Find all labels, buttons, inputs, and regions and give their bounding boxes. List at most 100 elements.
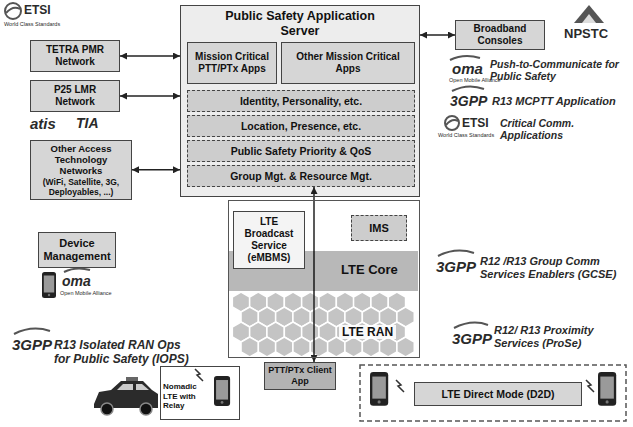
phone-icon: [214, 376, 230, 406]
logo-text: TIA: [76, 115, 99, 132]
ran-cells: [241, 337, 258, 357]
ran-cells: [258, 337, 275, 357]
ran-cells: [276, 337, 293, 357]
logo-tagline: World Class Standards: [4, 21, 60, 27]
client-app-box: PTT/PTx Client App: [264, 362, 336, 390]
standard-note: R12/ R13 Proximity Services (ProSe): [494, 324, 628, 350]
label-slot: TIA: [76, 115, 99, 132]
network-box: P25 LMR Network: [30, 80, 120, 112]
logo-mark: [445, 116, 459, 130]
label-slot: atis: [30, 115, 56, 133]
label-slot: R12/ R13 Proximity Services (ProSe): [494, 324, 628, 350]
logo-mark: [450, 56, 480, 60]
label-slot: World Class Standards: [438, 132, 494, 138]
direct-mode-region: [360, 365, 626, 421]
standard-note: R12 /R13 Group Comm Services Enablers (G…: [480, 255, 628, 281]
label-slot: Push-to-Communicate for Public Safety: [490, 58, 626, 83]
standard-note: Critical Comm. Applications: [500, 117, 626, 142]
connector-arrow: [120, 95, 180, 97]
label-slot: ETSI: [24, 3, 51, 17]
logo-text: 3GPP: [452, 330, 492, 348]
relay-box: Nomadic LTE with Relay: [160, 366, 240, 420]
node-text: PTT/PTx Client App: [268, 365, 332, 386]
police-car: [117, 384, 133, 390]
label-slot: NPSTC: [564, 26, 608, 41]
connector-arrow: [420, 34, 455, 36]
logo-text: NPSTC: [564, 26, 608, 41]
node-text: LTE Core: [341, 262, 398, 277]
logo-mark: [446, 120, 458, 125]
node-text: Location, Presence, etc.: [191, 120, 411, 132]
label-slot: 3GPP: [436, 258, 476, 276]
node-text: P25 LMR Network: [34, 84, 116, 108]
logo-text: oma: [62, 273, 91, 290]
node-text: Mission Critical PTT/PTx Apps: [191, 51, 273, 75]
ran-cells: [293, 337, 310, 357]
logo-text: ETSI: [462, 116, 489, 130]
radio-link-symbol: [396, 380, 404, 392]
server-box: Public Safety Application ServerMission …: [180, 5, 420, 197]
logo-mark: [14, 329, 50, 334]
phone-icon: [42, 272, 56, 298]
npstc-logo-mark: [582, 14, 596, 23]
standard-note: R13 MCPTT Application: [492, 95, 628, 108]
ran-cells: [310, 337, 327, 357]
logo-tagline: Open Mobile Alliance: [60, 290, 112, 296]
node-text: IMS: [355, 222, 403, 235]
lte-network-box: LTE RAN LTE Broadcast Service (eMBMS) IMS L…: [228, 200, 420, 358]
broadcast-box: LTE Broadcast Service (eMBMS): [233, 211, 305, 269]
logo-mark: [5, 3, 21, 19]
label-slot: R13 Isolated RAN Ops for Public Safety (…: [54, 338, 194, 366]
console-box: Broadband Consoles: [455, 20, 545, 50]
node-text: (WiFi, Satellite, 3G, Deployables, ...): [34, 177, 128, 197]
logo-tagline: World Class Standards: [438, 132, 494, 138]
network-box: Other Access Technology Networks(WiFi, S…: [30, 140, 132, 200]
ran-cells: [362, 337, 379, 357]
radio-link-symbol: [195, 369, 203, 381]
label-slot: ETSI: [462, 116, 489, 130]
standard-note: R13 Isolated RAN Ops for Public Safety (…: [54, 338, 194, 366]
node-text: Device Management: [42, 237, 112, 263]
label-slot: oma: [62, 273, 91, 290]
ran-cells: [232, 292, 414, 357]
logo-text: oma: [452, 60, 483, 78]
standard-note: Push-to-Communicate for Public Safety: [490, 58, 626, 83]
logo-text: 3GPP: [450, 93, 487, 110]
service-layer: Identity, Personality, etc.: [187, 90, 415, 112]
logo-text: ETSI: [24, 3, 51, 17]
app-box: Mission Critical PTT/PTx Apps: [187, 42, 277, 84]
node-text: Other Mission Critical Apps: [285, 51, 411, 75]
police-car: [94, 377, 158, 415]
management-box: Device Management: [38, 232, 116, 268]
logo-mark: [5, 3, 488, 334]
label-slot: Critical Comm. Applications: [500, 117, 626, 142]
node-text: LTE RAN: [339, 325, 396, 339]
connector-arrow: [132, 169, 180, 171]
police-car: [101, 403, 113, 415]
ran-cells: [328, 337, 345, 357]
phone-icon: [370, 372, 388, 406]
node-text: Nomadic LTE with Relay: [163, 382, 209, 411]
connector-arrow: [120, 55, 180, 57]
node-text: Public Safety Application Server: [225, 9, 375, 39]
label-slot: Open Mobile Alliance: [60, 290, 112, 296]
node-text: Identity, Personality, etc.: [191, 95, 411, 107]
ran-cells: [345, 337, 362, 357]
ims-box: IMS: [351, 215, 407, 241]
logo-text: 3GPP: [436, 258, 476, 276]
logo-mark: [454, 323, 488, 328]
service-layer: Public Safety Priority & QoS: [187, 140, 415, 162]
label-slot: R13 MCPTT Application: [492, 95, 628, 108]
node-text: LTE Broadcast Service (eMBMS): [237, 216, 301, 263]
logo-mark: [64, 268, 90, 272]
network-box: TETRA PMR Network: [30, 40, 120, 72]
phone-icon: [598, 372, 616, 406]
node-text: Other Access Technology Networks: [34, 143, 128, 177]
app-box: Other Mission Critical Apps: [281, 42, 415, 84]
label-slot: 3GPP: [12, 336, 52, 354]
logo-mark: [452, 86, 484, 91]
logo-text: atis: [30, 115, 56, 133]
ran-cells: [397, 337, 414, 357]
service-layer: Location, Presence, etc.: [187, 115, 415, 137]
